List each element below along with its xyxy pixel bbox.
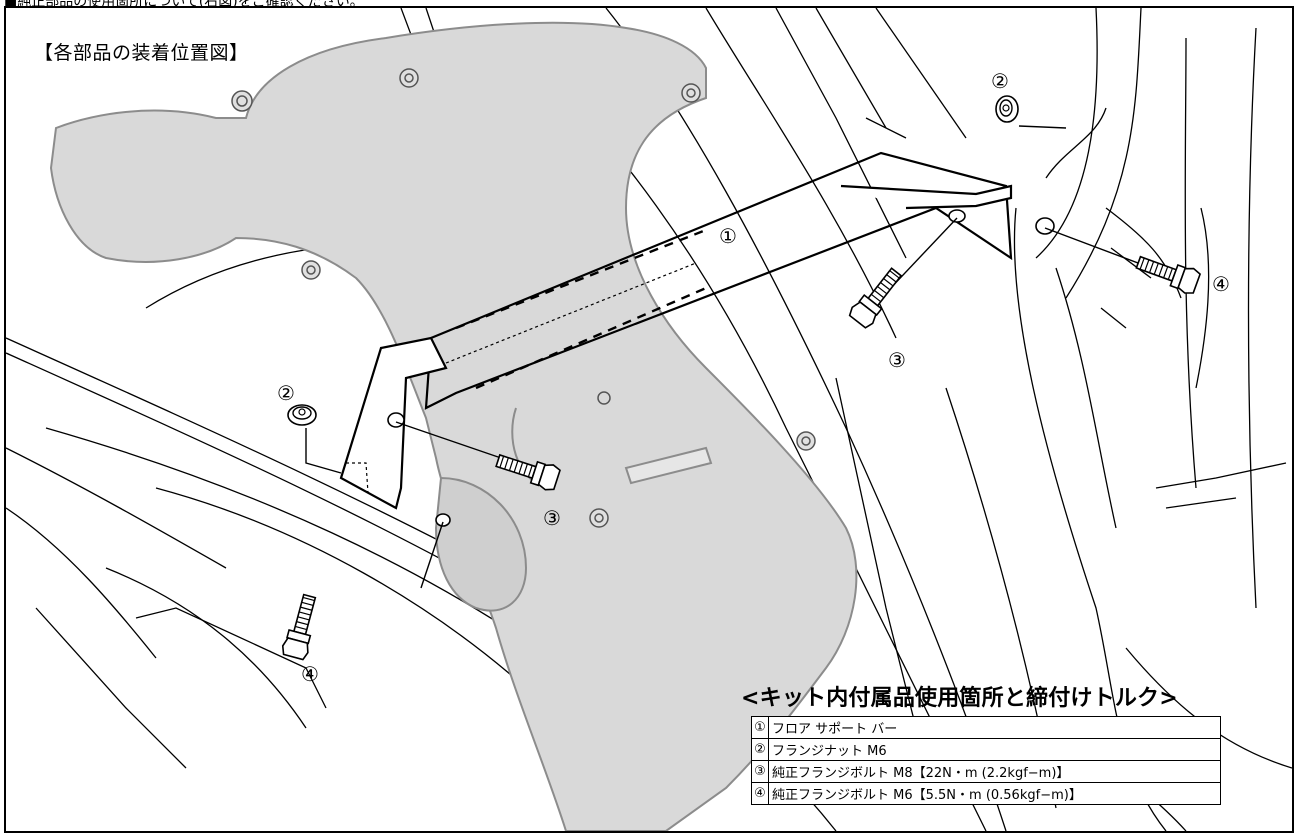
table-row: ③ 純正フランジボルト M8【22N・m (2.2kgf−m)】 bbox=[751, 760, 1221, 783]
legend-title: <キット内付属品使用箇所と締付けトルク> bbox=[741, 686, 1178, 711]
table-row: ④ 純正フランジボルト M6【5.5N・m (0.56kgf−m)】 bbox=[751, 782, 1221, 805]
part-number: ① bbox=[751, 716, 769, 739]
part-description: 純正フランジボルト M8【22N・m (2.2kgf−m)】 bbox=[768, 760, 1221, 783]
flange-bolt-icon-m8-right bbox=[848, 267, 903, 329]
callout-nut-lower: ② bbox=[277, 381, 295, 405]
callout-bolt-m8-right: ③ bbox=[888, 348, 906, 372]
parts-table: ① フロア サポート バー ② フランジナット M6 ③ 純正フランジボルト M… bbox=[751, 716, 1221, 805]
callout-bolt-m8-left: ③ bbox=[543, 506, 561, 530]
part-number: ② bbox=[751, 738, 769, 761]
support-bar-center-line bbox=[346, 262, 697, 494]
flange-bolt-icon-m6-left bbox=[281, 593, 317, 661]
part-number: ④ bbox=[751, 782, 769, 805]
part-number: ③ bbox=[751, 760, 769, 783]
part-description: フロア サポート バー bbox=[768, 716, 1221, 739]
diagram-frame: 【各部品の装着位置図】 ① ② ② ③ ③ ④ ④ <キット内付属品使用箇所と締… bbox=[4, 6, 1294, 833]
support-bar-hidden-lines bbox=[455, 228, 707, 390]
part-description: 純正フランジボルト M6【5.5N・m (0.56kgf−m)】 bbox=[768, 782, 1221, 805]
table-row: ① フロア サポート バー bbox=[751, 716, 1221, 739]
callout-nut-upper: ② bbox=[991, 69, 1009, 93]
callout-bolt-m6-right: ④ bbox=[1212, 272, 1230, 296]
flange-nut-icon-upper bbox=[995, 95, 1019, 123]
flange-bolt-icon-m8-left bbox=[495, 453, 561, 491]
table-row: ② フランジナット M6 bbox=[751, 738, 1221, 761]
flange-nut-icon-lower bbox=[287, 404, 317, 426]
diagram-title: 【各部品の装着位置図】 bbox=[34, 42, 249, 64]
tunnel-cover-icon bbox=[49, 21, 858, 831]
callout-bar: ① bbox=[719, 224, 737, 248]
tunnel-bolt-heads bbox=[231, 68, 816, 528]
part-description: フランジナット M6 bbox=[768, 738, 1221, 761]
page-caption: ■純正部品の使用箇所について(右図)をご確認ください。 bbox=[4, 0, 364, 10]
flange-bolt-icon-m6-right bbox=[1135, 255, 1202, 294]
callout-bolt-m6-left: ④ bbox=[301, 662, 319, 686]
